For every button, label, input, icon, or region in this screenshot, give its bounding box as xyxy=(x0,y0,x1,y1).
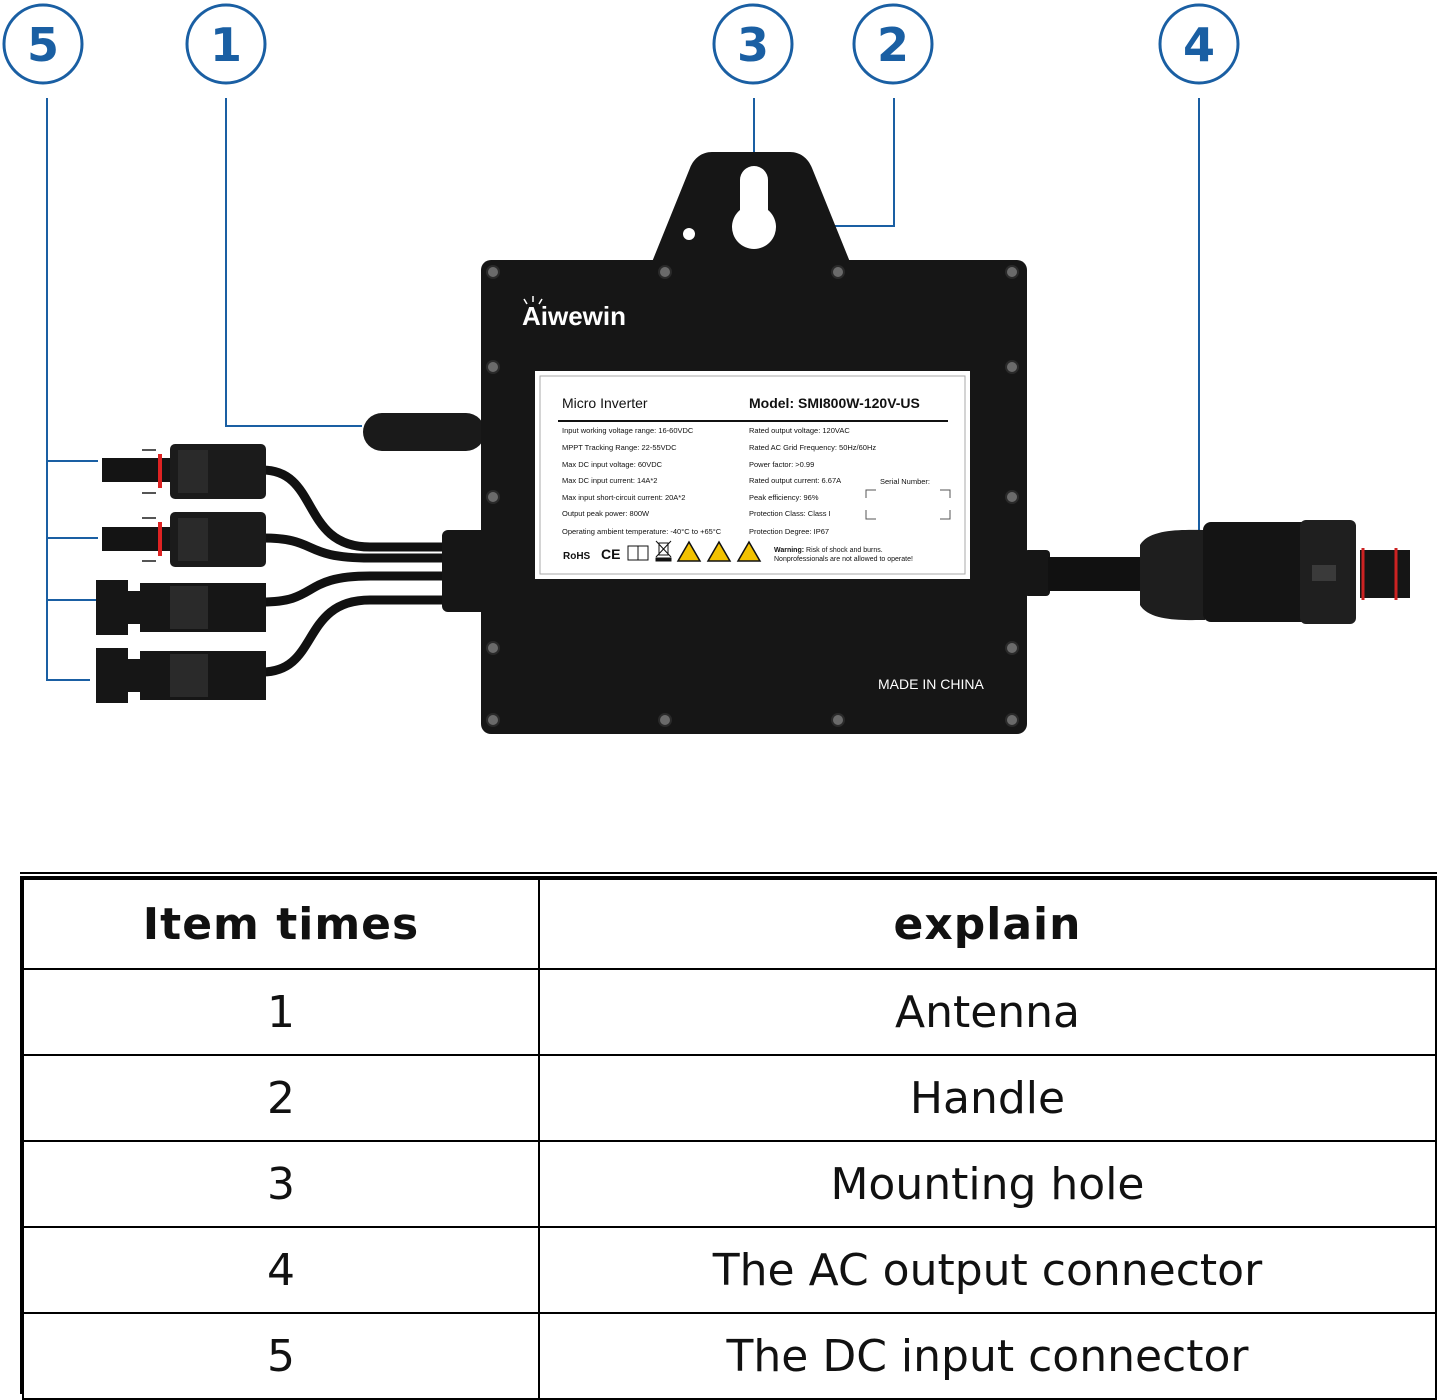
screws xyxy=(486,265,1019,727)
callout-5-number: 5 xyxy=(27,18,59,72)
item-number: 2 xyxy=(22,1054,540,1142)
header-explain: explain xyxy=(538,878,1437,970)
spec-line: Output peak power: 800W xyxy=(562,509,650,518)
dc-cables xyxy=(257,465,450,677)
warning-text: Warning: Risk of shock and burns. Nonpro… xyxy=(774,547,913,563)
callout-2-number: 2 xyxy=(877,18,909,72)
dc-input-connector-3 xyxy=(96,580,266,635)
callout-3: 3 xyxy=(712,3,794,85)
callout-5: 5 xyxy=(2,3,84,85)
header-item-times: Item times xyxy=(22,878,540,970)
label-left-specs: Input working voltage range: 16-60VDC MP… xyxy=(562,426,722,536)
item-explanation: Mounting hole xyxy=(538,1140,1437,1228)
small-hole xyxy=(683,228,695,240)
item-explanation: The DC input connector xyxy=(538,1312,1437,1400)
dc-input-connector-4 xyxy=(96,648,266,703)
manual-icon xyxy=(627,545,649,561)
spec-line: Rated output current: 6.67A xyxy=(749,476,841,485)
ac-output-connector xyxy=(1140,520,1410,624)
callout-4: 4 xyxy=(1158,3,1240,85)
spec-line: Protection Degree: IP67 xyxy=(749,527,829,536)
item-explanation: The AC output connector xyxy=(538,1226,1437,1314)
item-number: 3 xyxy=(22,1140,540,1228)
spec-line: Max DC input current: 14A*2 xyxy=(562,476,657,485)
item-explanation: Handle xyxy=(538,1054,1437,1142)
made-in-label: MADE IN CHINA xyxy=(878,676,984,692)
spec-line: Rated AC Grid Frequency: 50Hz/60Hz xyxy=(749,443,876,452)
brand-logo: Aiwewin xyxy=(522,301,626,331)
item-number: 4 xyxy=(22,1226,540,1314)
warning-title: Warning: xyxy=(774,547,804,554)
table-header-row: Item times explain xyxy=(22,878,1437,970)
warning-line-1: Risk of shock and burns. xyxy=(806,547,883,554)
spec-line: Power factor: >0.99 xyxy=(749,460,814,469)
spec-line: Peak efficiency: 96% xyxy=(749,493,819,502)
explanation-table-wrapper: Item times explain 1 Antenna 2 Handle 3 … xyxy=(20,872,1437,1400)
serial-number-label: Serial Number: xyxy=(880,477,930,486)
weee-bin-icon xyxy=(655,540,672,562)
svg-text:Warning: Risk of shock and bur: Warning: Risk of shock and burns. xyxy=(774,547,883,554)
spec-line: Max input short-circuit current: 20A*2 xyxy=(562,493,685,502)
table-row: 1 Antenna xyxy=(22,968,1437,1056)
leader-lines xyxy=(46,98,1200,681)
serial-number-box xyxy=(865,489,951,520)
antenna xyxy=(363,413,485,451)
warning-triangle-icons xyxy=(676,540,762,562)
table-row: 3 Mounting hole xyxy=(22,1140,1437,1228)
item-number: 1 xyxy=(22,968,540,1056)
callout-1-number: 1 xyxy=(210,18,242,72)
spec-line: Operating ambient temperature: -40°C to … xyxy=(562,527,722,536)
label-product-name: Micro Inverter xyxy=(562,395,648,411)
spec-line: Rated output voltage: 120VAC xyxy=(749,426,850,435)
table-row: 4 The AC output connector xyxy=(22,1226,1437,1314)
label-right-specs: Rated output voltage: 120VAC Rated AC Gr… xyxy=(749,426,876,536)
spec-line: Protection Class: Class I xyxy=(749,509,831,518)
label-model: Model: SMI800W-120V-US xyxy=(749,395,920,411)
inverter-diagram: 5 1 3 2 4 xyxy=(2,3,1410,734)
mounting-hole xyxy=(732,166,777,249)
callout-4-number: 4 xyxy=(1183,18,1215,72)
warning-line-2: Nonprofessionals are not allowed to oper… xyxy=(774,556,913,563)
table-row: 5 The DC input connector xyxy=(22,1312,1437,1400)
brand-sun-icon xyxy=(523,296,543,305)
table-row: 2 Handle xyxy=(22,1054,1437,1142)
dc-cable-gland xyxy=(442,530,490,612)
ce-mark: CE xyxy=(601,546,620,562)
callout-2: 2 xyxy=(852,3,934,85)
rohs-mark: RoHS xyxy=(563,551,591,562)
callout-3-number: 3 xyxy=(737,18,769,72)
item-number: 5 xyxy=(22,1312,540,1400)
explanation-table: Item times explain 1 Antenna 2 Handle 3 … xyxy=(22,878,1437,1400)
leader-line-5 xyxy=(46,98,90,681)
dc-input-connector-2 xyxy=(102,512,266,567)
spec-line: MPPT Tracking Range: 22-55VDC xyxy=(562,443,677,452)
product-label xyxy=(535,371,970,579)
spec-line: Max DC input voltage: 60VDC xyxy=(562,460,663,469)
ac-cable xyxy=(1024,550,1144,596)
callout-1: 1 xyxy=(185,3,267,85)
dc-input-connector-1 xyxy=(102,444,266,499)
leader-line-1 xyxy=(225,98,362,427)
item-explanation: Antenna xyxy=(538,968,1437,1056)
spec-line: Input working voltage range: 16-60VDC xyxy=(562,426,694,435)
